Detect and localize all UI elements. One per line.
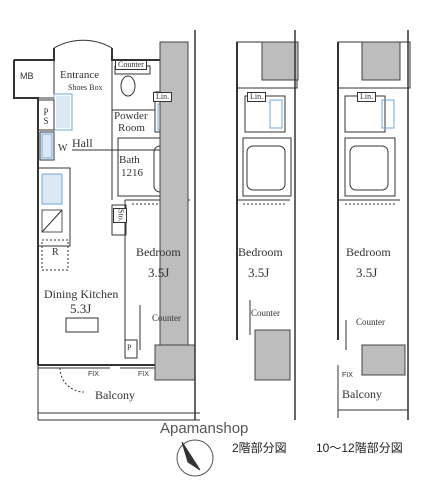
bedroom-label-middle: Bedroom (238, 245, 283, 259)
right-unit-walls (337, 30, 411, 420)
middle-unit-walls (236, 30, 299, 420)
bedroom-area-right: 3.5J (356, 265, 378, 280)
caption-floor-2: 2階部分図 (232, 441, 287, 455)
balcony-label-main: Balcony (95, 388, 135, 402)
caption-floor-10-12: 10～12階部分図 (316, 441, 403, 455)
hall-label: Hall (72, 136, 93, 150)
main-unit-walls (13, 39, 200, 421)
fridge-label: R (52, 247, 59, 258)
bedroom-label-main: Bedroom (136, 245, 181, 259)
brand-watermark: Apamanshop (160, 420, 249, 437)
dining-kitchen-label: Dining Kitchen (44, 287, 119, 301)
sto-label: Sto. (113, 208, 128, 223)
bath-label-2: 1216 (121, 167, 143, 179)
dining-kitchen-area: 5.3J (70, 301, 92, 316)
counter-label-main: Counter (152, 313, 181, 323)
bedroom-area-middle: 3.5J (248, 265, 270, 280)
entrance-label: Entrance (60, 69, 100, 81)
bath-label-1: Bath (119, 154, 140, 166)
counter-label-middle: Counter (251, 308, 280, 318)
powder-room-label-1: Powder (114, 110, 148, 122)
p-label: P (127, 343, 132, 352)
bedroom-area-main: 3.5J (148, 265, 170, 280)
lin-label-main: Lin. (153, 92, 173, 103)
counter-top-label: Counter (115, 60, 147, 71)
ps-label: P S (43, 107, 49, 127)
counter-label-right: Counter (356, 317, 385, 327)
bedroom-label-right: Bedroom (346, 245, 391, 259)
powder-room-label-2: Room (118, 122, 145, 134)
fix-label-left: FIX (88, 371, 99, 378)
lin-label-right: Lin. (357, 92, 377, 103)
lin-label-middle: Lin. (247, 92, 267, 103)
fix-label-right-unit: FIX (342, 372, 353, 379)
main-column (159, 41, 189, 353)
balcony-label-right: Balcony (342, 387, 382, 401)
fix-label-right: FIX (138, 371, 149, 378)
shoes-box-label: Shoes Box (68, 83, 103, 92)
mb-label: MB (20, 71, 34, 81)
w-label: W (58, 143, 68, 154)
north-arrow-icon (176, 439, 214, 477)
